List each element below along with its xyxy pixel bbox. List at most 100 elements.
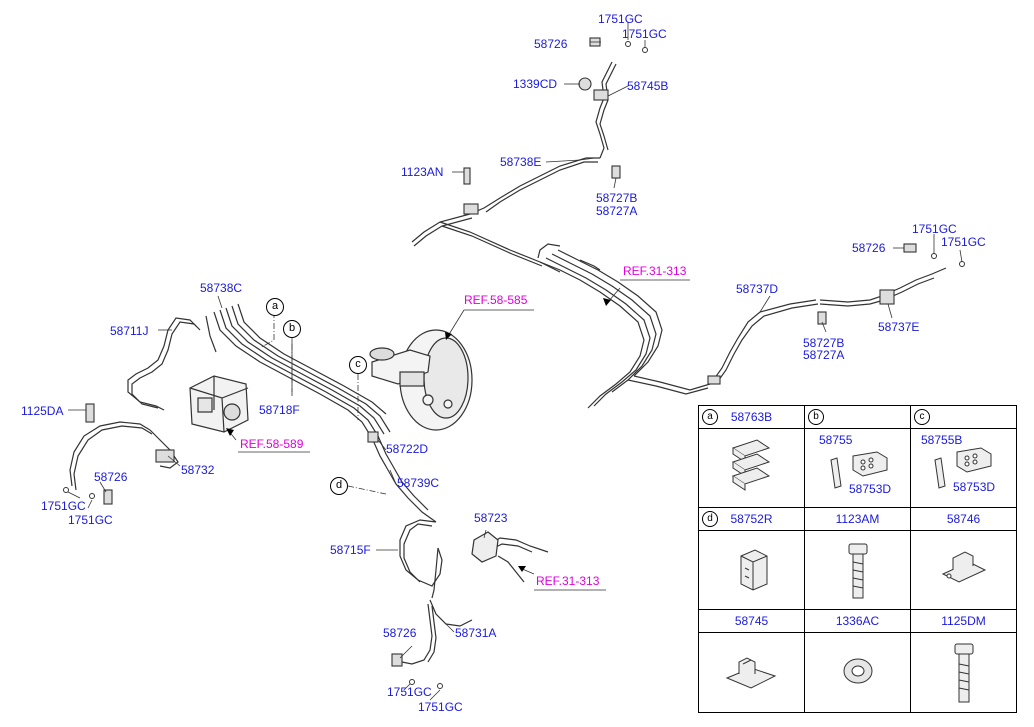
- legend-letter-a: a: [702, 409, 718, 425]
- label-1751gc: 1751GC: [68, 513, 113, 527]
- label-58738e: 58738E: [500, 155, 542, 169]
- legend-cell-header: 58746: [911, 508, 1016, 531]
- bolt-58726-bottom: [391, 653, 403, 667]
- label-58737d: 58737D: [736, 282, 779, 296]
- parts-legend: 58763B a b 58755 58753D c 58755B 58753D: [698, 405, 1017, 713]
- label-58722d: 58722D: [386, 442, 429, 456]
- label-1751gc: 1751GC: [912, 222, 957, 236]
- legend-cell-1336ac: 1336AC: [805, 610, 911, 712]
- label-1123an: 1123AN: [401, 165, 444, 179]
- grommet-1336ac-icon: [843, 658, 873, 684]
- hose-58731a: [429, 599, 473, 627]
- label-58726: 58726: [94, 470, 128, 484]
- line-58737d: [711, 299, 817, 383]
- brake-booster: [369, 329, 473, 431]
- callout-b: b: [283, 320, 301, 338]
- label-58715f: 58715F: [330, 543, 371, 557]
- legend-cell-1125dm: 1125DM: [911, 610, 1016, 712]
- clip-58755-icon: [830, 451, 888, 489]
- callout-d: d: [330, 477, 348, 495]
- label-58726: 58726: [383, 626, 417, 640]
- legend-label-58755: 58755: [819, 433, 853, 447]
- part-58723: [471, 531, 499, 563]
- legend-title-1123am: 1123AM: [835, 512, 880, 526]
- line-58715f: [399, 519, 443, 587]
- legend-title-58763b: 58763B: [730, 410, 773, 424]
- legend-cell-d: 58752R d: [699, 508, 805, 610]
- legend-cell-a: 58763B a: [699, 406, 805, 508]
- label-58732: 58732: [181, 463, 215, 477]
- clip-58755b-icon: [934, 447, 992, 489]
- label-1339cd: 1339CD: [513, 77, 558, 91]
- legend-label-58753d: 58753D: [849, 482, 892, 496]
- legend-letter-b: b: [808, 409, 824, 425]
- legend-label-58753d: 58753D: [953, 480, 996, 494]
- legend-title-58745: 58745: [734, 614, 769, 628]
- legend-cell-58746: 58746: [911, 508, 1016, 610]
- legend-cell-b: b 58755 58753D: [805, 406, 911, 508]
- label-1751gc: 1751GC: [941, 235, 986, 249]
- legend-cell-header: 58752R: [699, 508, 804, 531]
- legend-title-58746: 58746: [946, 512, 981, 526]
- legend-title-1125dm: 1125DM: [941, 614, 986, 628]
- label-58731a: 58731A: [455, 626, 497, 640]
- clip-58763b-icon: [731, 439, 771, 491]
- label-1125da: 1125DA: [21, 404, 64, 418]
- legend-cell-1123am: 1123AM: [805, 508, 911, 610]
- label-58723: 58723: [474, 511, 508, 525]
- legend-cell-c: c 58755B 58753D: [911, 406, 1016, 508]
- clip-58727-right: [817, 311, 827, 325]
- bolt-58726-left: [103, 489, 113, 505]
- legend-title-58752r: 58752R: [730, 512, 773, 526]
- clip-58752r-icon: [740, 549, 768, 591]
- bracket-58738e: [463, 203, 479, 215]
- legend-cell-header: 1123AM: [805, 508, 910, 531]
- ref-link-31-313[interactable]: REF.31-313: [536, 574, 600, 588]
- clip-58745-icon: [725, 657, 777, 689]
- label-58718f: 58718F: [259, 403, 300, 417]
- label-58739c: 58739C: [397, 476, 440, 490]
- nut-1339cd: [578, 77, 592, 91]
- hose-58745b: [595, 61, 613, 159]
- bracket-58737e: [879, 289, 895, 305]
- legend-cell-58745: 58745: [699, 610, 805, 712]
- legend-cell-header: [911, 406, 1016, 429]
- label-58727a: 58727A: [803, 348, 845, 362]
- bolt-1123an: [463, 167, 471, 185]
- bolt-58726-right: [903, 243, 917, 253]
- bolt-1123am-icon: [848, 543, 868, 599]
- label-1751gc: 1751GC: [622, 27, 667, 41]
- bracket-58737d: [707, 375, 721, 385]
- ref-link-58-585[interactable]: REF.58-585: [464, 293, 528, 307]
- callout-a: a: [266, 298, 284, 316]
- legend-label-58755b: 58755B: [921, 433, 963, 447]
- label-58738c: 58738C: [200, 281, 243, 295]
- label-1751gc: 1751GC: [598, 12, 643, 26]
- legend-title-1336ac: 1336AC: [835, 614, 880, 628]
- ref-link-31-313[interactable]: REF.31-313: [623, 264, 687, 278]
- bracket-58745b: [593, 89, 609, 101]
- abs-module: [189, 375, 249, 433]
- label-58737e: 58737E: [878, 320, 920, 334]
- legend-letter-c: c: [914, 409, 930, 425]
- ref-link-58-589[interactable]: REF.58-589: [240, 437, 304, 451]
- legend-letter-d: d: [702, 511, 718, 527]
- clip-58727-top: [611, 165, 621, 179]
- bracket-58746-icon: [941, 551, 987, 583]
- label-58726: 58726: [852, 241, 886, 255]
- label-1751gc: 1751GC: [418, 700, 463, 714]
- bracket-58732: [155, 449, 175, 463]
- label-58711j: 58711J: [110, 324, 149, 338]
- bolt-1125da: [85, 403, 95, 423]
- legend-cell-header: 58745: [699, 610, 804, 633]
- legend-cell-header: 1336AC: [805, 610, 910, 633]
- legend-cell-header: [805, 406, 910, 429]
- label-58727b: 58727B: [803, 336, 845, 350]
- fitting-58722d: [367, 431, 379, 443]
- label-58727a: 58727A: [596, 204, 638, 218]
- label-1751gc: 1751GC: [387, 685, 432, 699]
- label-58727b: 58727B: [596, 191, 638, 205]
- line-bundle-upper: [539, 261, 645, 409]
- legend-cell-header: 1125DM: [911, 610, 1016, 633]
